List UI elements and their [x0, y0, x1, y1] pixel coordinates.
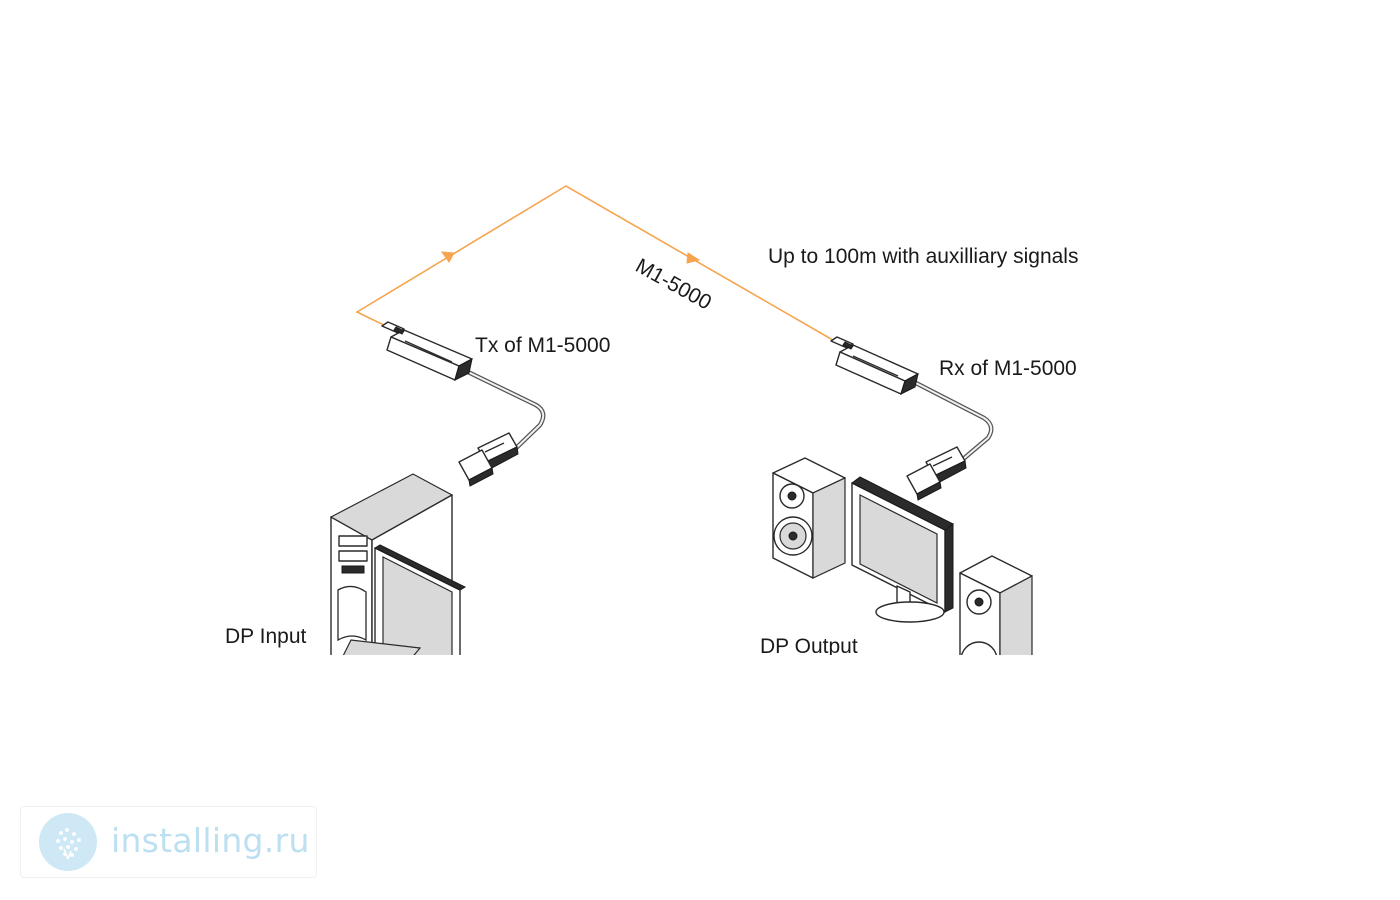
fiber-cable: [355, 185, 839, 344]
site-watermark: installing.ru: [20, 806, 317, 878]
direction-arrow-icon: [686, 252, 701, 264]
fiber-link: [355, 185, 839, 344]
distance-note: Up to 100m with auxilliary signals: [768, 245, 1078, 268]
rx-displayport-plug: [906, 446, 967, 501]
watermark-text: installing.ru: [111, 821, 310, 860]
figure-crop-mask: [0, 655, 1400, 800]
dp-output-label: DP Output: [760, 635, 858, 658]
tx-displayport-plug: [458, 432, 519, 487]
display-monitor-icon: [851, 476, 954, 623]
left-speaker-icon: [772, 457, 846, 579]
dp-input-label: DP Input: [225, 625, 306, 648]
cable-model-label: M1-5000: [632, 254, 716, 314]
tx-module: [381, 321, 546, 455]
source-computer-icon: [329, 473, 467, 661]
rx-module: [830, 336, 994, 463]
tree-logo-icon: [39, 813, 97, 871]
tx-label: Tx of M1-5000: [475, 334, 610, 357]
rx-label: Rx of M1-5000: [939, 357, 1077, 380]
right-speaker-icon: [959, 555, 1033, 661]
direction-arrow-icon: [440, 251, 455, 263]
